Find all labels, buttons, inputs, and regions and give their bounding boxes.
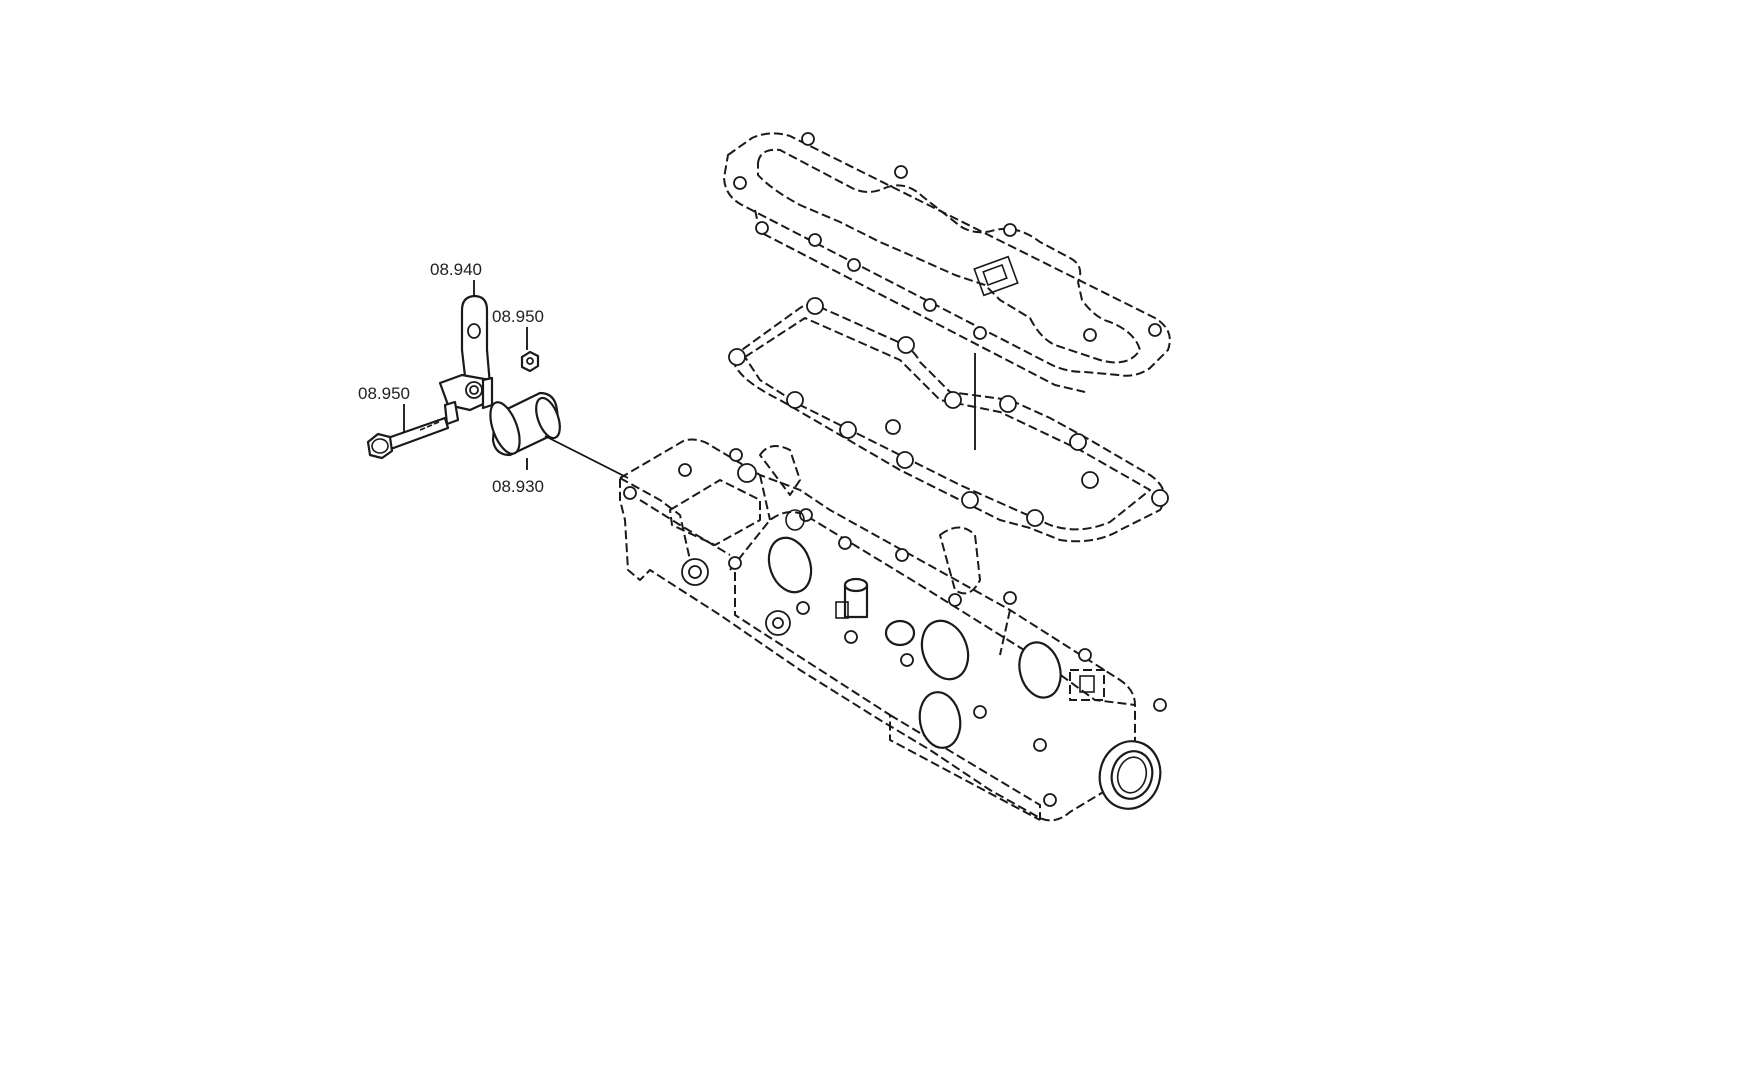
valve-housing bbox=[619, 438, 1167, 822]
housing-port bbox=[1069, 669, 1162, 810]
bolt-callout-label: 08.950 bbox=[358, 384, 410, 403]
gasket bbox=[728, 297, 1169, 543]
cover-bolt-holes bbox=[733, 132, 1162, 342]
housing-bores bbox=[681, 536, 1062, 749]
sleeve-callout-label: 08.930 bbox=[492, 477, 544, 496]
nut-part bbox=[520, 350, 540, 373]
bracket-callout-label: 08.940 bbox=[430, 260, 482, 279]
housing-bolt-holes bbox=[623, 448, 1167, 807]
bracket-part bbox=[438, 294, 494, 426]
nut-callout-label: 08.950 bbox=[492, 307, 544, 326]
sleeve-part bbox=[489, 391, 561, 457]
housing-solenoid bbox=[669, 479, 981, 595]
gasket-rings bbox=[728, 297, 1169, 527]
sleeve-assembly-line bbox=[544, 435, 629, 479]
bolt-part bbox=[366, 416, 450, 460]
cover-logo bbox=[973, 255, 1019, 297]
cover-plate bbox=[723, 132, 1171, 450]
